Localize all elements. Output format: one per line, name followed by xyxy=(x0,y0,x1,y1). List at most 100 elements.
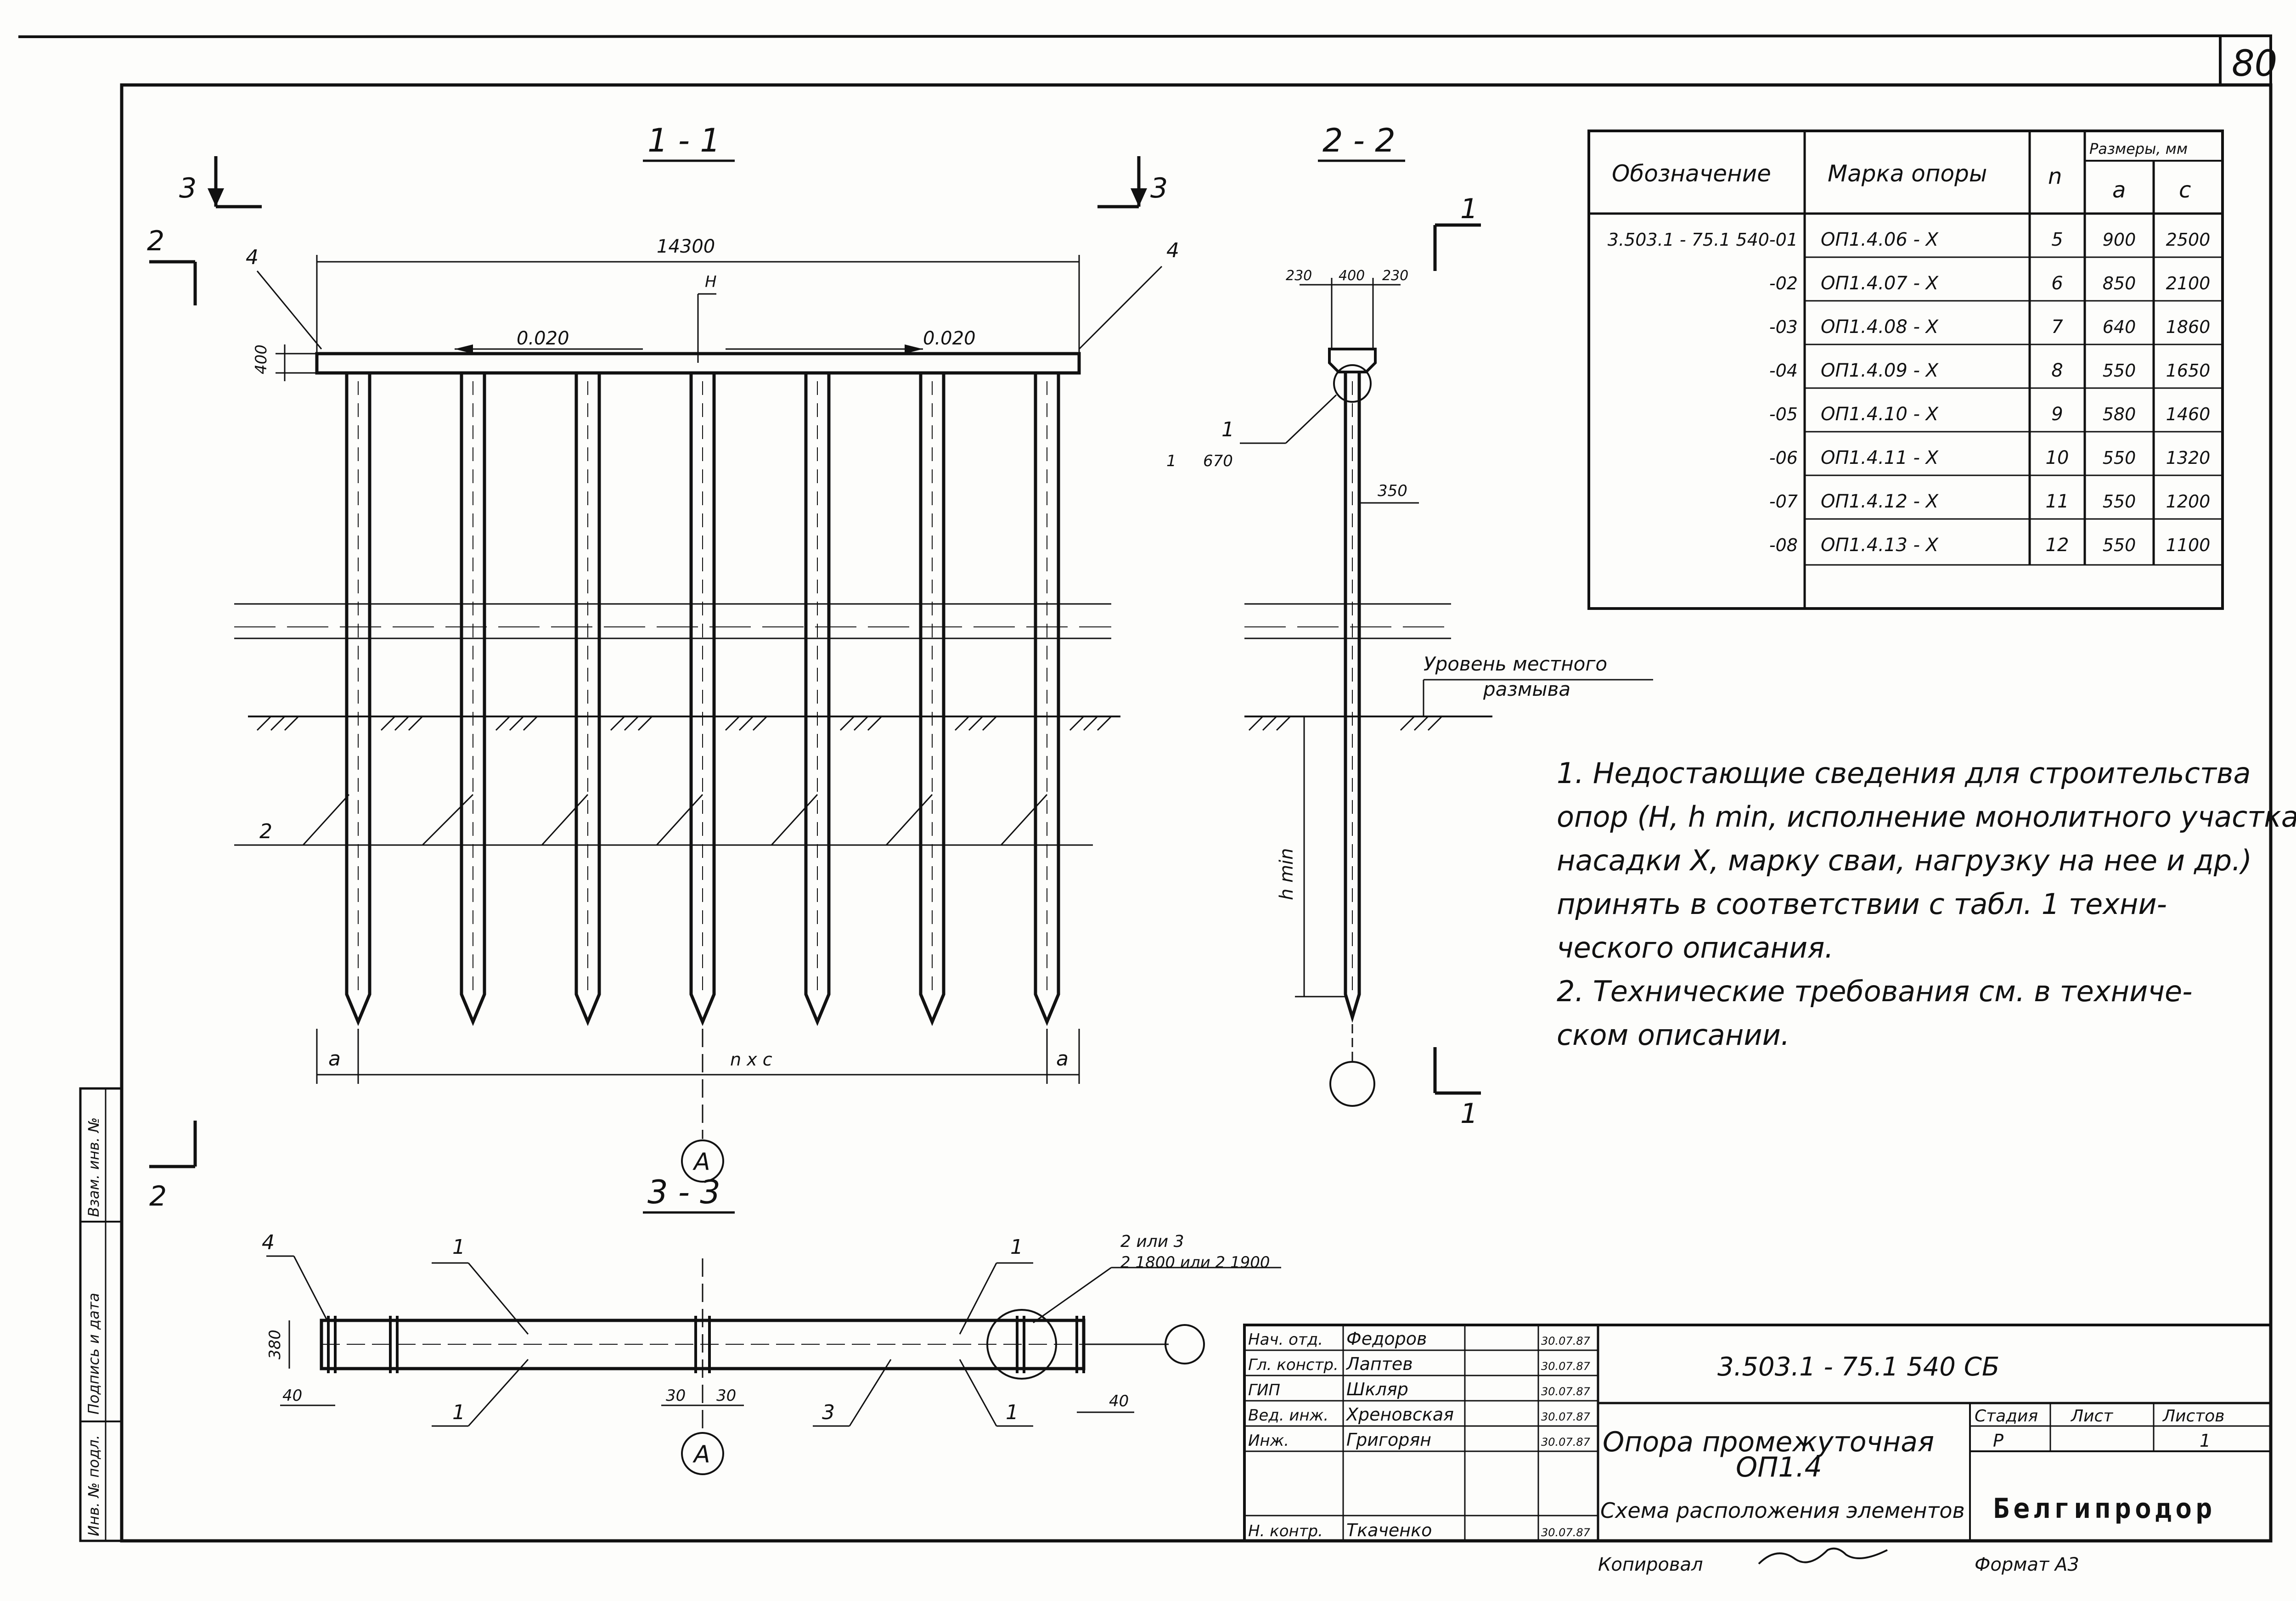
stage-header: Стадия xyxy=(1975,1407,2038,1426)
callout-4-right: 4 xyxy=(1166,239,1179,262)
pile-4 xyxy=(689,373,716,1026)
note-line-5: ческого описания. xyxy=(1557,931,1834,964)
note-line-3: насадки X, марку сваи, нагрузку на нее и… xyxy=(1557,844,2252,877)
note-line-7: ском описании. xyxy=(1557,1018,1790,1052)
scour-label-line-2: размыва xyxy=(1483,678,1570,700)
note-line-1: 1. Недостающие сведения для строительств… xyxy=(1557,756,2251,790)
signer-role: Инж. xyxy=(1248,1432,1289,1450)
signer-role: Н. контр. xyxy=(1248,1522,1323,1540)
table-cell-n: 8 xyxy=(2051,360,2063,381)
piers-table: Обозначение Марка опоры n Размеры, мм a … xyxy=(1587,130,2224,610)
view-2-2: 2 - 2 1 1 230 400 230 1 1 670 35 xyxy=(1166,122,1653,1130)
callout-2-or-3-spec: 2 1800 или 2 1900 xyxy=(1120,1253,1270,1272)
pile-row xyxy=(345,373,1060,1026)
sheet-header: Лист xyxy=(2070,1407,2113,1426)
drawing-subtitle: Схема расположения элементов xyxy=(1600,1498,1965,1523)
organization: Белгипродор xyxy=(1993,1493,2216,1525)
dim-h-min: h min xyxy=(1276,848,1297,901)
dim-350: 350 xyxy=(1378,482,1407,500)
overall-dimension: 14300 xyxy=(657,236,715,257)
dim-230-right: 230 xyxy=(1382,268,1408,284)
dim-40-right: 40 xyxy=(1109,1392,1129,1410)
signer-date: 30.07.87 xyxy=(1541,1410,1591,1423)
width-380: 380 xyxy=(266,1330,284,1359)
callout-1-length: 670 xyxy=(1203,452,1233,470)
title-line-1: Опора промежуточная xyxy=(1603,1426,1934,1458)
dim-n-x-c: n x c xyxy=(730,1049,772,1070)
table-cell-n: 5 xyxy=(2051,229,2063,250)
cut-label-3-right: 3 xyxy=(1150,172,1168,204)
cut-label-1-top: 1 xyxy=(1460,193,1478,225)
table-cell-a: 900 xyxy=(2103,230,2136,250)
table-cell-designation: -04 xyxy=(1769,361,1798,381)
table-cell-n: 7 xyxy=(2051,316,2063,338)
table-header-c: c xyxy=(2179,177,2191,203)
signer-name: Хреновская xyxy=(1345,1404,1454,1425)
table-cell-mark: ОП1.4.13 - X xyxy=(1821,535,1939,556)
axis-circle-3-3 xyxy=(1165,1324,1205,1364)
notes: 1. Недостающие сведения для строительств… xyxy=(1557,756,2296,1052)
callout-1-pile: 1 xyxy=(1221,418,1234,441)
table-cell-designation: -07 xyxy=(1769,491,1798,512)
table-header-mark: Марка опоры xyxy=(1828,160,1987,187)
table-cell-n: 11 xyxy=(2046,491,2069,512)
cut-marker-2-bottom: 2 xyxy=(149,1121,197,1212)
signer-role: Гл. констр. xyxy=(1248,1356,1339,1374)
view-3-3: 3 - 3 380 40 30 30 40 4 1 xyxy=(262,1173,1281,1475)
document-code: 3.503.1 - 75.1 540 СБ xyxy=(1717,1352,1999,1382)
table-cell-a: 550 xyxy=(2103,361,2136,381)
table-cell-designation: -03 xyxy=(1769,317,1798,337)
table-cell-mark: ОП1.4.11 - X xyxy=(1821,447,1939,468)
table-header-n: n xyxy=(2048,163,2062,189)
pile-6 xyxy=(919,373,945,1026)
pile-5 xyxy=(804,373,831,1026)
signer-date: 30.07.87 xyxy=(1541,1385,1591,1398)
title-line-2: ОП1.4 xyxy=(1736,1451,1822,1483)
dim-40-left: 40 xyxy=(282,1387,302,1405)
table-cell-c: 2500 xyxy=(2166,230,2211,250)
table-cell-designation: 3.503.1 - 75.1 540-01 xyxy=(1608,230,1798,250)
dim-230-left: 230 xyxy=(1286,268,1312,284)
dim-400: 400 xyxy=(1339,268,1365,284)
callout-4-left: 4 xyxy=(246,246,259,269)
table-cell-c: 1320 xyxy=(2166,448,2211,468)
cut-marker-1-bottom: 1 xyxy=(1433,1047,1481,1130)
cut-label-2-bottom: 2 xyxy=(149,1180,167,1212)
table-header-sizes: Размеры, мм xyxy=(2089,140,2188,158)
table-cell-designation: -05 xyxy=(1769,404,1798,424)
table-cell-a: 850 xyxy=(2103,273,2136,293)
cut-marker-3-left: 3 xyxy=(179,156,262,209)
sheets-header: Листов xyxy=(2162,1407,2224,1426)
copyist-signature-icon xyxy=(1758,1547,1888,1565)
sheet-number: 80 xyxy=(2232,43,2277,85)
pile-2 xyxy=(460,373,486,1026)
signer-role: Вед. инж. xyxy=(1248,1406,1328,1425)
callout-2-or-3: 2 или 3 xyxy=(1120,1232,1184,1251)
position-2-label: 2 xyxy=(259,820,272,843)
sheet-frame xyxy=(18,34,2273,1543)
cut-marker-2-top: 2 xyxy=(147,225,197,305)
table-header-a: a xyxy=(2112,177,2126,203)
table-cell-mark: ОП1.4.09 - X xyxy=(1821,360,1939,381)
pile-3 xyxy=(574,373,601,1026)
section-title-3-3: 3 - 3 xyxy=(647,1173,720,1211)
axis-marker-a-2: A xyxy=(692,1441,710,1468)
axis-marker-a-1: A xyxy=(692,1148,710,1176)
cut-label-1-bottom: 1 xyxy=(1460,1098,1478,1130)
table-cell-c: 1650 xyxy=(2166,361,2211,381)
cut-label-2-top: 2 xyxy=(147,225,164,257)
signer-name: Федоров xyxy=(1346,1329,1427,1349)
signer-role: ГИП xyxy=(1248,1381,1280,1399)
table-header-designation: Обозначение xyxy=(1612,160,1771,187)
table-cell-c: 1200 xyxy=(2166,491,2211,512)
table-cell-a: 550 xyxy=(2103,491,2136,512)
section-title-2-2: 2 - 2 xyxy=(1322,122,1396,159)
view-1-1: 1 - 1 3 3 2 2 14300 xyxy=(147,122,1179,1212)
side-stamp-signature-date: Подпись и дата xyxy=(85,1293,102,1415)
pile-7 xyxy=(1034,373,1060,1026)
pile-1 xyxy=(345,373,371,1026)
table-cell-designation: -06 xyxy=(1769,448,1798,468)
slope-right: 0.020 xyxy=(923,328,976,349)
